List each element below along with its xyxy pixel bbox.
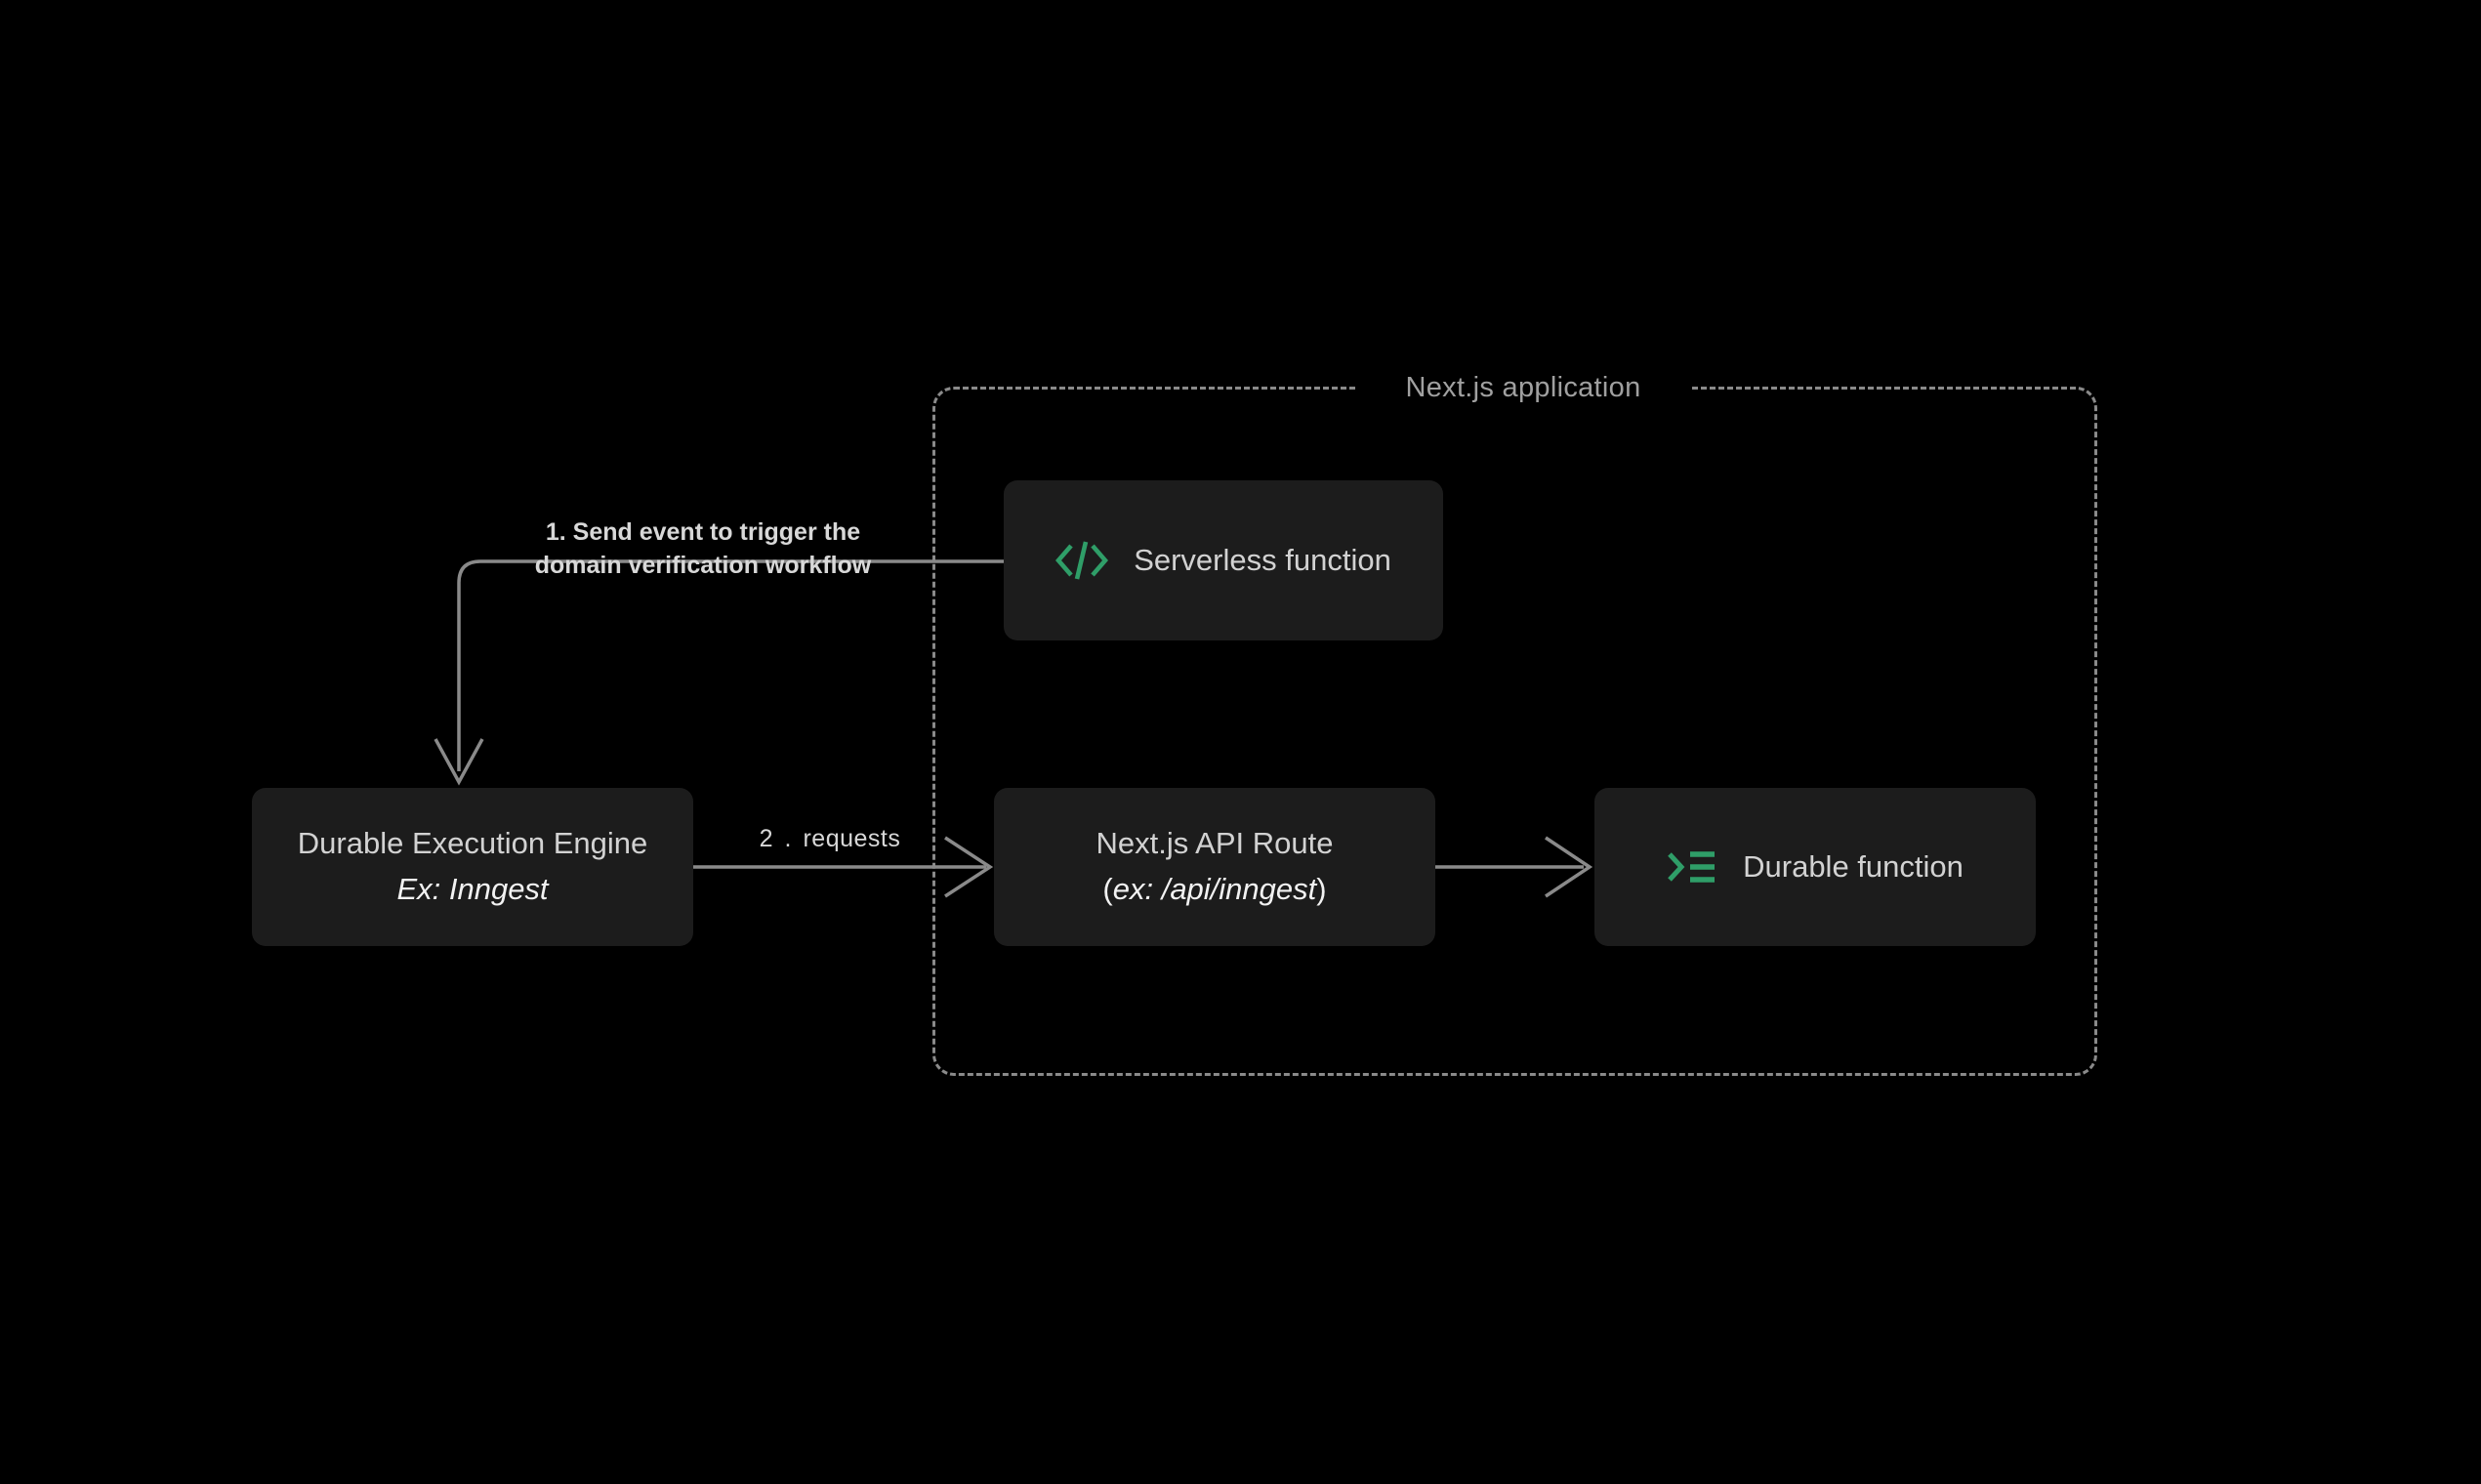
node-durable-execution-engine[interactable]: Durable Execution Engine Ex: Inngest	[252, 788, 693, 946]
container-title-gap	[1357, 373, 1689, 402]
node-durable-execution-engine-sublabel: Ex: Inngest	[396, 872, 549, 906]
edge-label-send-event-line1: 1. Send event to trigger the	[545, 518, 861, 546]
container-title: Next.js application	[1405, 372, 1641, 403]
edge-apiroute-to-durablefn-arrowhead	[1545, 836, 1593, 898]
node-nextjs-api-route-sublabel: (ex: /api/inngest)	[1102, 871, 1326, 909]
sublabel-close-paren: )	[1316, 872, 1327, 906]
node-nextjs-api-route[interactable]: Next.js API Route (ex: /api/inngest)	[994, 788, 1435, 946]
node-serverless-function[interactable]: Serverless function	[1004, 480, 1443, 640]
edge-serverless-to-engine-line	[457, 559, 1004, 771]
edge-label-send-event: 1. Send event to trigger the domain veri…	[469, 515, 937, 582]
edge-label-requests-number: 2.	[759, 825, 804, 852]
node-durable-function-label: Durable function	[1743, 848, 1964, 884]
node-nextjs-api-route-label: Next.js API Route	[1096, 826, 1334, 861]
node-serverless-function-label: Serverless function	[1134, 542, 1391, 577]
sublabel-open-paren: (	[1102, 872, 1113, 906]
edge-engine-to-apiroute-arrowhead	[944, 836, 994, 898]
edge-label-requests-text: requests	[803, 825, 901, 852]
code-brackets-icon	[1055, 539, 1109, 582]
edge-label-send-event-line2: domain verification workflow	[534, 552, 872, 579]
node-durable-execution-engine-label: Durable Execution Engine	[297, 826, 648, 861]
edge-label-requests: 2.requests	[723, 822, 937, 855]
sublabel-path: ex: /api/inngest	[1112, 872, 1317, 906]
edge-serverless-to-engine-arrowhead	[434, 738, 484, 786]
node-durable-function[interactable]: Durable function	[1594, 788, 2036, 946]
terminal-list-icon	[1667, 846, 1717, 887]
